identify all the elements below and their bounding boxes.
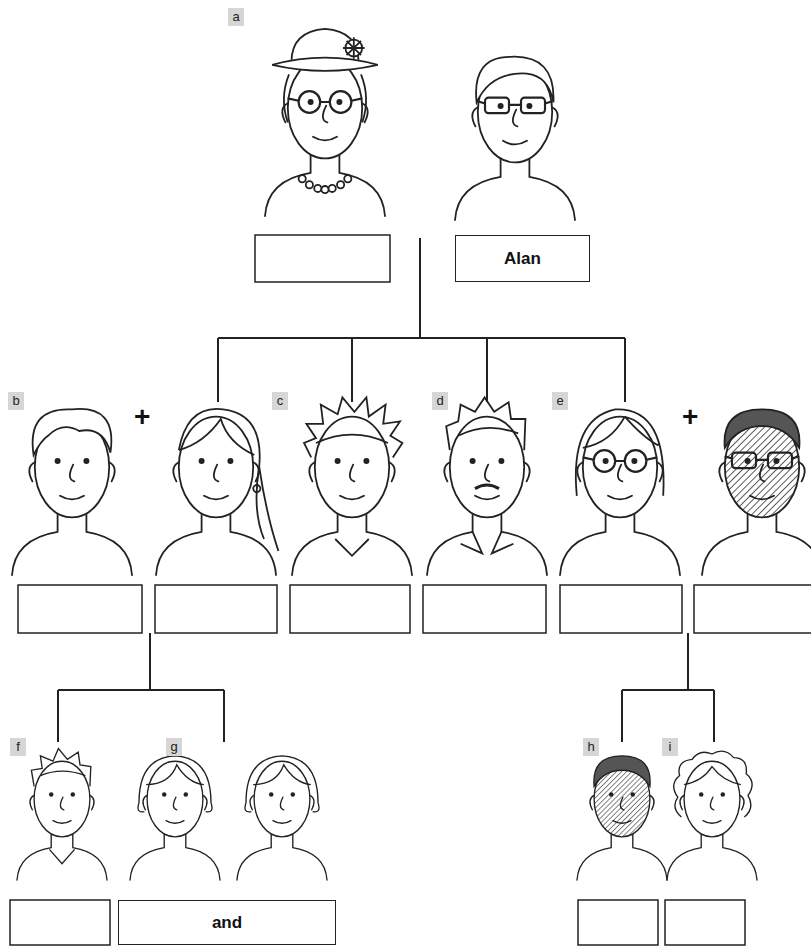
tree-lines — [58, 238, 714, 742]
plus-sign: + — [682, 402, 698, 432]
portrait — [667, 751, 757, 880]
name-text: Alan — [504, 249, 541, 269]
portrait — [130, 756, 220, 880]
portrait — [560, 409, 680, 575]
portrait — [12, 409, 132, 575]
portrait — [577, 756, 667, 880]
letter-label: g — [166, 738, 182, 756]
letter-label: b — [8, 392, 24, 410]
portrait — [702, 409, 811, 575]
portrait — [292, 397, 412, 575]
name-box: and — [118, 900, 336, 945]
portrait — [455, 57, 575, 220]
portrait — [237, 756, 327, 880]
empty-name-boxes — [10, 235, 811, 945]
name-text: and — [212, 913, 242, 933]
letter-label: c — [272, 392, 288, 410]
portrait — [17, 749, 107, 880]
name-box: Alan — [455, 235, 590, 282]
letter-label: f — [10, 738, 26, 756]
letter-label: a — [228, 8, 244, 26]
letter-label: i — [662, 738, 678, 756]
letter-label: e — [552, 392, 568, 410]
letter-label: d — [432, 392, 448, 410]
portrait — [265, 29, 385, 216]
portrait — [427, 397, 547, 575]
plus-sign: + — [134, 402, 150, 432]
letter-label: h — [583, 738, 599, 756]
portrait — [156, 409, 278, 575]
